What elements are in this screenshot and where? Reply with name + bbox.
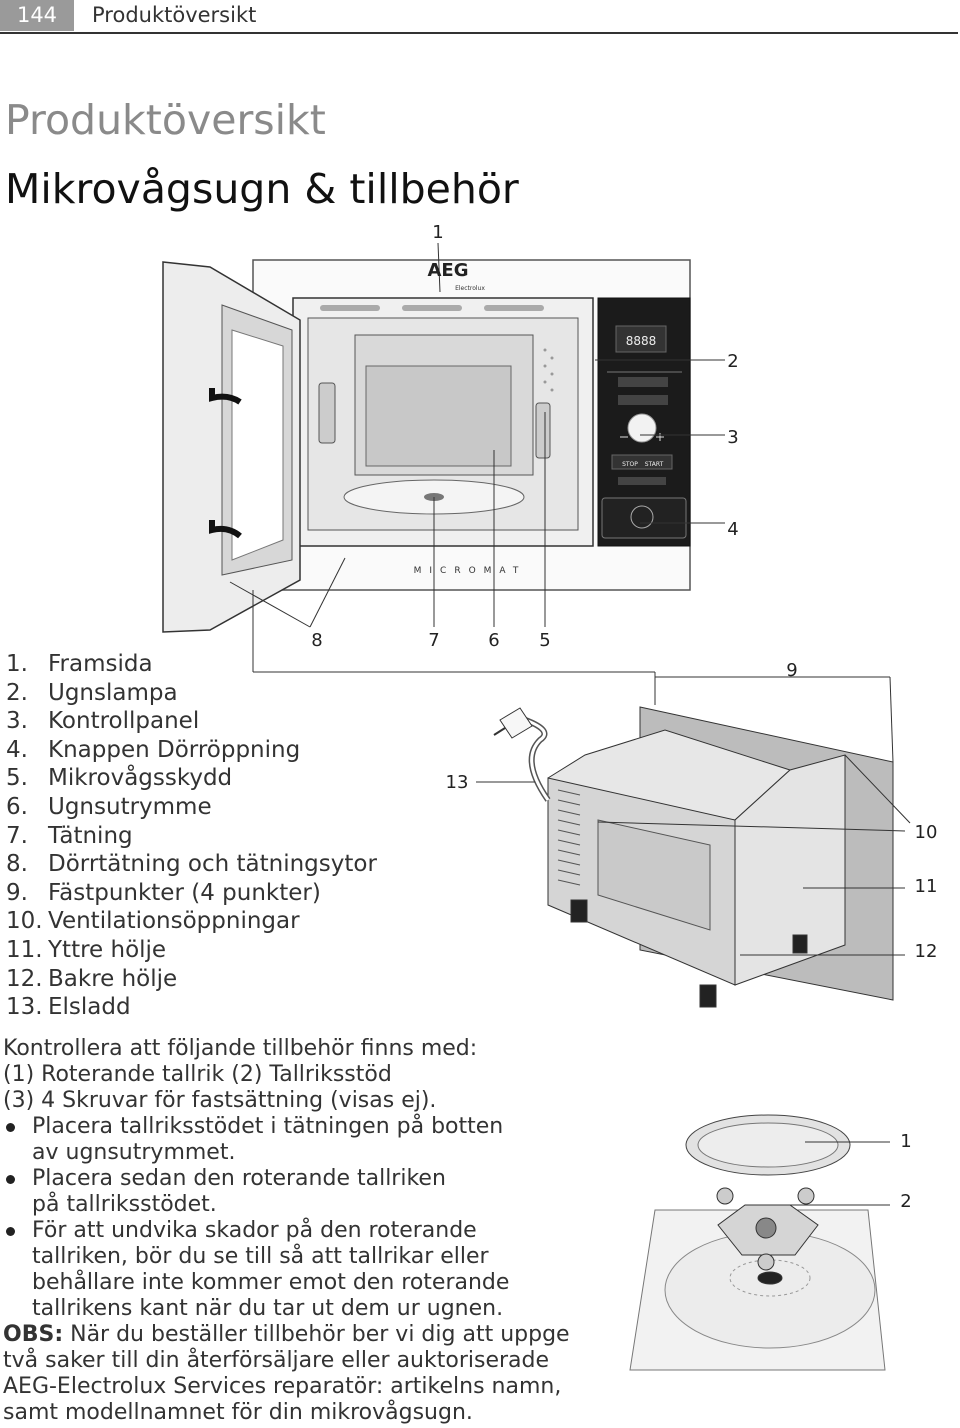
page-number: 144 [0, 0, 74, 31]
list-item: 9.Fästpunkter (4 punkter) [6, 879, 321, 906]
list-item: 1.Framsida [6, 651, 153, 677]
parts-list: 1.Framsida 2.Ugnslampa 3.Kontrollpanel 4… [6, 650, 377, 1022]
list-item: 7.Tätning [6, 822, 133, 849]
obs-label: OBS: [3, 1322, 64, 1347]
obs-note: OBS: När du beställer tillbehör ber vi d… [3, 1322, 593, 1426]
list-item: 3.Kontrollpanel [6, 708, 200, 735]
callout-plate: 1 [900, 1131, 911, 1152]
accessories-line: (1) Roterande tallrik (2) Tallriksstöd [3, 1062, 392, 1087]
brand-logo: AEG [427, 260, 468, 281]
instruction-list: Placera tallriksstödet i tätningen på bo… [3, 1114, 593, 1322]
callout-4: 4 [727, 519, 738, 540]
callout-9: 9 [786, 660, 797, 681]
callout-10: 10 [915, 822, 938, 843]
list-item: 4.Knappen Dörröppning [6, 736, 301, 763]
page-title: Produktöversikt [5, 96, 326, 144]
list-item: 6.Ugnsutrymme [6, 793, 212, 820]
callout-3: 3 [727, 427, 738, 448]
microwave-front-figure [162, 242, 725, 705]
accessories-intro: Kontrollera att följande tillbehör finns… [3, 1036, 478, 1061]
page-subtitle: Mikrovågsugn & tillbehör [5, 165, 519, 213]
list-item: För att undvika skador på den roterande … [3, 1218, 572, 1322]
section-title: Produktöversikt [92, 3, 257, 27]
display-readout: 8888 [626, 334, 657, 348]
list-item: Placera sedan den roterande tallriken på… [3, 1166, 472, 1218]
list-item: 11.Yttre hölje [6, 936, 167, 963]
callout-6: 6 [488, 630, 499, 651]
list-item: 8.Dörrtätning och tätningsytor [6, 851, 377, 878]
callout-support: 2 [900, 1191, 911, 1212]
callout-2: 2 [727, 351, 738, 372]
callout-13: 13 [446, 772, 469, 793]
list-item: 2.Ugnslampa [6, 679, 178, 706]
callout-5: 5 [539, 630, 550, 651]
list-item: 12.Bakre hölje [6, 965, 178, 992]
model-name: MICROMAT [414, 566, 527, 576]
brand-sub: Electrolux [455, 285, 485, 292]
accessories-line: (3) 4 Skruvar för fastsättning (visas ej… [3, 1088, 437, 1113]
list-item: 10.Ventilationsöppningar [6, 908, 300, 935]
microwave-housing-figure [476, 676, 911, 1008]
accessories-section: Kontrollera att följande tillbehör finns… [3, 1036, 593, 1426]
stop-button-label: STOP [622, 461, 638, 468]
header-rule [0, 32, 958, 34]
list-item: 5.Mikrovågsskydd [6, 765, 233, 792]
obs-text: När du beställer tillbehör ber vi dig at… [3, 1322, 570, 1425]
start-button-label: START [645, 461, 664, 468]
callout-8: 8 [311, 630, 322, 651]
turntable-figure [629, 1114, 890, 1371]
list-item: Placera tallriksstödet i tätningen på bo… [3, 1114, 512, 1166]
callout-1: 1 [432, 222, 443, 243]
callout-12: 12 [915, 941, 938, 962]
list-item: 13.Elsladd [6, 994, 131, 1021]
callout-7: 7 [428, 630, 439, 651]
callout-11: 11 [915, 876, 938, 897]
